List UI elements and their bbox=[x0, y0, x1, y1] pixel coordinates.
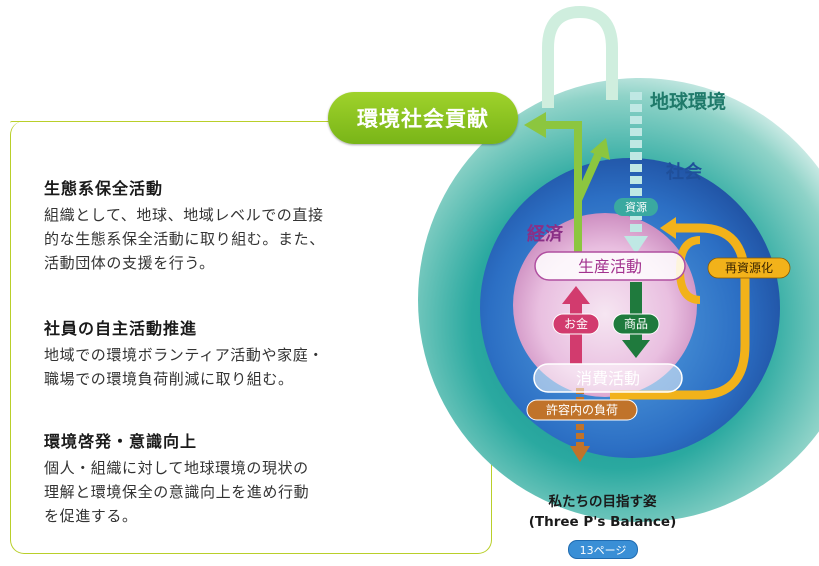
body-line: 個人・組織に対して地球環境の現状の bbox=[44, 459, 309, 477]
caption-title: 私たちの目指す姿 bbox=[548, 494, 657, 510]
consumption-node: 消費活動 bbox=[576, 369, 640, 388]
section-title: 社員の自主活動推進 bbox=[44, 319, 198, 338]
recycling-arrow-head bbox=[660, 217, 676, 239]
section-environmental-awareness: 環境啓発・意識向上 個人・組織に対して地球環境の現状の 理解と環境保全の意識向上… bbox=[44, 428, 394, 528]
contribution-arrow-head-right bbox=[590, 138, 610, 160]
society-label: 社会 bbox=[666, 161, 702, 183]
goods-label: 商品 bbox=[624, 316, 648, 331]
section-body: 個人・組織に対して地球環境の現状の 理解と環境保全の意識向上を進め行動 を促進す… bbox=[44, 456, 394, 528]
section-body: 地域での環境ボランティア活動や家庭・ 職場での環境負荷削減に取り組む。 bbox=[44, 343, 394, 391]
recycling-tag-shape bbox=[707, 257, 791, 279]
load-tag-shape bbox=[526, 399, 638, 421]
body-line: 職場での環境負荷削減に取り組む。 bbox=[44, 370, 294, 388]
earth-environment-label: 地球環境 bbox=[650, 90, 726, 113]
goods-arrow-head bbox=[622, 340, 650, 358]
diagram-caption: 私たちの目指す姿 (Three P's Balance) bbox=[515, 492, 690, 532]
body-line: 理解と環境保全の意識向上を進め行動 bbox=[44, 483, 310, 501]
resources-tag-shape bbox=[614, 198, 658, 216]
resources-arrow-head bbox=[624, 236, 648, 254]
page-link-label: 13ページ bbox=[579, 543, 627, 557]
caption-subtitle: (Three P's Balance) bbox=[528, 514, 677, 530]
money-tag-shape bbox=[552, 313, 600, 335]
contribution-arrow bbox=[540, 121, 582, 252]
environment-social-contribution-banner: 環境社会貢献 bbox=[328, 92, 518, 144]
body-line: 活動団体の支援を行う。 bbox=[44, 254, 215, 272]
frame-border-left bbox=[10, 121, 330, 123]
production-node-shape bbox=[534, 251, 686, 281]
page-reference-link[interactable]: 13ページ bbox=[568, 540, 638, 559]
body-line: 的な生態系保全活動に取り組む。また、 bbox=[44, 230, 325, 248]
body-line: 組織として、地球、地域レベルでの直接 bbox=[44, 206, 324, 224]
economy-label: 経済 bbox=[527, 223, 564, 245]
production-node: 生産活動 bbox=[578, 257, 642, 276]
recycling-loop bbox=[610, 223, 750, 400]
return-flow-arrow bbox=[542, 5, 618, 108]
section-title: 生態系保全活動 bbox=[44, 179, 164, 198]
body-line: を促進する。 bbox=[44, 507, 138, 525]
resources-label: 資源 bbox=[625, 200, 647, 214]
goods-tag-shape bbox=[612, 313, 660, 335]
section-employee-volunteering: 社員の自主活動推進 地域での環境ボランティア活動や家庭・ 職場での環境負荷削減に… bbox=[44, 315, 394, 391]
recycling-label: 再資源化 bbox=[725, 261, 773, 275]
load-arrow-head bbox=[570, 446, 590, 462]
money-label: お金 bbox=[564, 316, 588, 331]
load-label: 許容内の負荷 bbox=[546, 402, 618, 417]
consumption-node-shape bbox=[533, 363, 683, 393]
contribution-branch-arrow bbox=[574, 153, 602, 202]
banner-label: 環境社会貢献 bbox=[357, 107, 489, 131]
body-line: 地域での環境ボランティア活動や家庭・ bbox=[44, 346, 324, 364]
section-body: 組織として、地球、地域レベルでの直接 的な生態系保全活動に取り組む。また、 活動… bbox=[44, 203, 394, 275]
contribution-arrow-head-left bbox=[524, 112, 546, 138]
section-title: 環境啓発・意識向上 bbox=[44, 432, 198, 451]
money-arrow-head bbox=[562, 286, 590, 304]
section-ecosystem-conservation: 生態系保全活動 組織として、地球、地域レベルでの直接 的な生態系保全活動に取り組… bbox=[44, 175, 394, 275]
